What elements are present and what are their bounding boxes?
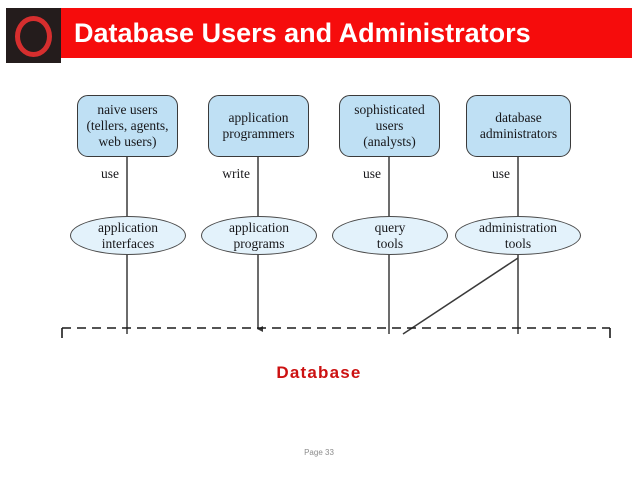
- tool-line: application: [229, 219, 289, 235]
- page-number: Page 33: [304, 448, 334, 457]
- red-ring-circle-icon: [15, 16, 52, 57]
- connector-administration-tools-diagonal: [402, 257, 519, 335]
- tool-line: query: [374, 219, 406, 235]
- actor-line: (analysts): [363, 134, 416, 149]
- tool-ellipse-administration-tools[interactable]: administration tools: [455, 216, 581, 255]
- page-title: Database Users and Administrators: [74, 18, 531, 48]
- logo-badge: [6, 8, 61, 63]
- tool-ellipse-application-programs[interactable]: application programs: [201, 216, 317, 255]
- tool-line: application: [98, 219, 158, 235]
- actor-line: administrators: [479, 126, 558, 141]
- tool-line: tools: [504, 235, 532, 251]
- edge-label-use-sophisticated-users: use: [363, 166, 381, 181]
- actor-line: web users): [98, 134, 157, 149]
- edge-label-write-application-programmers: write: [222, 166, 250, 181]
- edge-label-use-database-administrators: use: [492, 166, 510, 181]
- actor-box-application-programmers[interactable]: application programmers: [208, 95, 309, 157]
- actor-box-naive-users[interactable]: naive users (tellers, agents, web users): [77, 95, 178, 157]
- actor-line: sophisticated: [354, 102, 425, 117]
- actor-line: (tellers, agents,: [86, 118, 169, 133]
- tool-ellipse-application-interfaces[interactable]: application interfaces: [70, 216, 186, 255]
- actor-line: application: [228, 110, 289, 125]
- actor-box-sophisticated-users[interactable]: sophisticated users (analysts): [339, 95, 440, 157]
- header-bar: [60, 8, 632, 58]
- actor-box-database-administrators[interactable]: database administrators: [466, 95, 571, 157]
- tool-line: interfaces: [101, 235, 155, 251]
- actor-line: naive users: [97, 102, 158, 117]
- actor-line: users: [375, 118, 404, 133]
- tool-line: administration: [479, 219, 557, 235]
- actor-line: programmers: [222, 126, 295, 141]
- tool-line: tools: [376, 235, 404, 251]
- database-label: Database: [276, 363, 362, 382]
- edge-label-use-naive-users: use: [101, 166, 119, 181]
- actor-line: database: [495, 110, 542, 125]
- tool-line: programs: [233, 235, 285, 251]
- tool-ellipse-query-tools[interactable]: query tools: [332, 216, 448, 255]
